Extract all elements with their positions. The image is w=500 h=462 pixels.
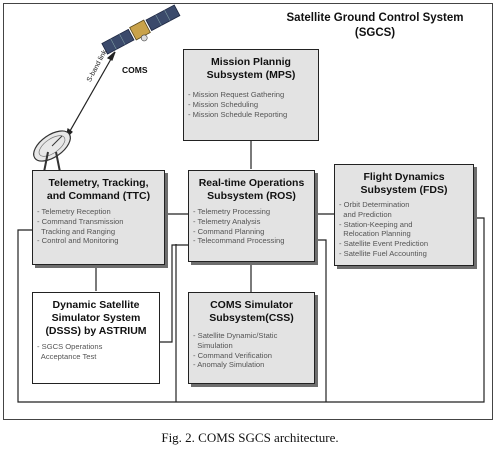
figure-caption: Fig. 2. COMS SGCS architecture.: [161, 430, 339, 445]
sband-link-line: [65, 51, 116, 139]
arrowhead-up: [106, 51, 116, 61]
ros-items: - Telemetry Processing - Telemetry Analy…: [193, 207, 285, 246]
ros-title: Real-time Operations Subsystem (ROS): [198, 177, 305, 202]
bus-ros-right: [316, 239, 327, 402]
css-title: COMS Simulator Subsystem(CSS): [209, 299, 294, 324]
fds-title: Flight Dynamics Subsystem (FDS): [360, 171, 448, 196]
ros-box: Real-time Operations Subsystem (ROS) - T…: [188, 170, 315, 262]
satellite-label: COMS: [122, 65, 148, 75]
fds-items: - Orbit Determination and Prediction - S…: [339, 200, 429, 258]
fds-box: Flight Dynamics Subsystem (FDS) - Orbit …: [334, 164, 474, 266]
mps-box: Mission Plannig Subsystem (MPS) - Missio…: [183, 49, 319, 141]
link-dsss-ros: [160, 244, 188, 343]
dsss-items: - SGCS Operations Acceptance Test: [37, 342, 103, 361]
ttc-title: Telemetry, Tracking, and Command (TTC): [46, 177, 151, 202]
sgcs-boundary: [3, 3, 493, 420]
system-title: Satellite Ground Control System (SGCS): [286, 12, 464, 39]
ttc-items: - Telemetry Reception - Command Transmis…: [37, 207, 124, 246]
satellite-icon: [101, 4, 181, 55]
mps-title: Mission Plannig Subsystem (MPS): [206, 56, 296, 81]
css-box: COMS Simulator Subsystem(CSS) - Satellit…: [188, 292, 315, 384]
mps-items: - Mission Request Gathering - Mission Sc…: [188, 90, 288, 119]
bus-loop: [17, 217, 485, 403]
dsss-box: Dynamic Satellite Simulator System (DSSS…: [32, 292, 160, 384]
dsss-title: Dynamic Satellite Simulator System (DSSS…: [45, 299, 147, 337]
css-items: - Satellite Dynamic/Static Simulation - …: [193, 331, 278, 370]
ttc-box: Telemetry, Tracking, and Command (TTC) -…: [32, 170, 165, 265]
